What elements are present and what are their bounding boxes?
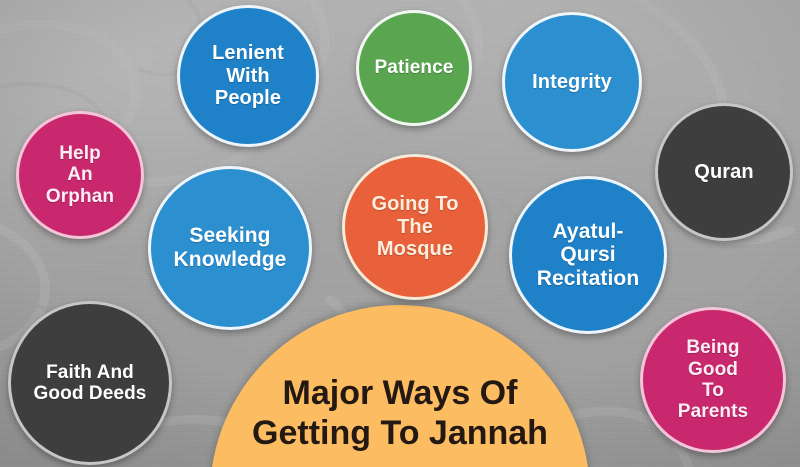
center-bubble-major-ways[interactable]: Major Ways Of Getting To Jannah: [210, 305, 590, 467]
bubble-quran[interactable]: Quran: [655, 103, 793, 241]
bubble-faith-and-good-deeds[interactable]: Faith And Good Deeds: [8, 301, 172, 465]
bubble-label-going-to-the-mosque: Going To The Mosque: [371, 193, 459, 261]
bubble-label-lenient-with-people: Lenient With People: [212, 42, 284, 110]
bubble-going-to-the-mosque[interactable]: Going To The Mosque: [342, 154, 488, 300]
bubble-label-quran: Quran: [694, 160, 754, 183]
bubble-label-seeking-knowledge: Seeking Knowledge: [173, 224, 287, 271]
bubble-label-help-an-orphan: Help An Orphan: [45, 143, 115, 207]
bubble-integrity[interactable]: Integrity: [502, 12, 642, 152]
bubble-label-integrity: Integrity: [532, 70, 612, 93]
bubble-ayatul-qursi-recitation[interactable]: Ayatul- Qursi Recitation: [509, 176, 667, 334]
bubble-lenient-with-people[interactable]: Lenient With People: [177, 5, 319, 147]
bubble-patience[interactable]: Patience: [356, 10, 472, 126]
bubble-label-patience: Patience: [374, 57, 454, 79]
bubble-help-an-orphan[interactable]: Help An Orphan: [16, 111, 144, 239]
center-bubble-label: Major Ways Of Getting To Jannah: [252, 374, 548, 453]
bubble-label-ayatul-qursi-recitation: Ayatul- Qursi Recitation: [536, 219, 640, 290]
bubble-label-faith-and-good-deeds: Faith And Good Deeds: [33, 361, 147, 404]
bubble-seeking-knowledge[interactable]: Seeking Knowledge: [148, 166, 312, 330]
bubble-label-being-good-to-parents: Being Good To Parents: [677, 337, 749, 423]
bubble-being-good-to-parents[interactable]: Being Good To Parents: [640, 307, 786, 453]
